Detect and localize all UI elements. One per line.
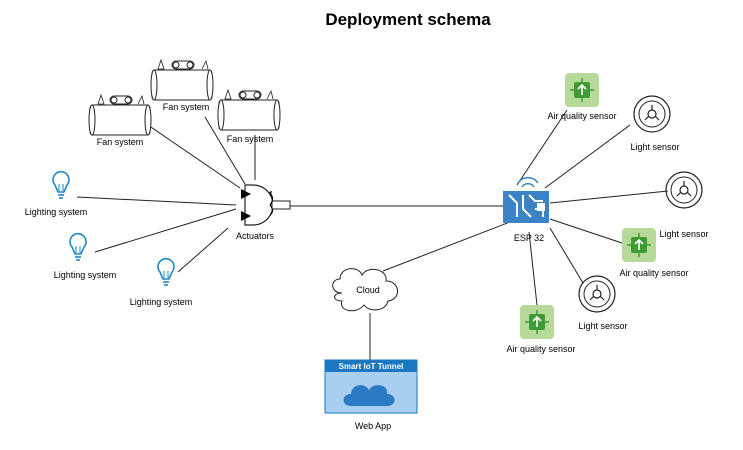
actuators[interactable]: Actuators [236,184,291,241]
sensor-chip-icon [525,310,549,334]
light-sensor-icon [633,95,671,133]
air-quality-sensor-1[interactable]: Air quality sensor [547,73,617,121]
actuator-icon [241,184,291,226]
light-sensor-2[interactable]: Light sensor [659,171,709,239]
cloud-icon [343,385,395,406]
sensor-chip-icon [627,233,651,257]
lighting-system-2-label: Lighting system [54,270,117,280]
edge-light2-esp32 [549,190,669,204]
fan-icon [224,88,274,100]
light-sensor-1-label: Light sensor [630,142,679,152]
edge-light2-actuators [94,208,237,253]
edge-light1-esp32 [544,124,631,189]
edge-air3-esp32 [528,231,538,306]
actuators-label: Actuators [236,231,275,241]
edge-cloud-esp32 [382,221,511,272]
lighting-system-1-label: Lighting system [25,207,88,217]
smart-iot-tunnel[interactable]: Smart IoT Tunnel [324,359,418,414]
air-quality-sensor-2[interactable]: Air quality sensor [619,228,689,278]
air-quality-sensor-1-label: Air quality sensor [547,111,616,121]
edge-fan2-actuators [204,116,246,185]
diagram-title: Deployment schema [325,10,491,29]
cloud-label: Cloud [356,285,380,295]
edge-air1-esp32 [516,109,568,186]
fan-system-2-label: Fan system [163,102,210,112]
fan-system-2[interactable]: Fan system [150,58,214,112]
light-bulb-icon [69,232,87,261]
tunnel-title: Smart IoT Tunnel [339,362,404,371]
air-quality-sensor-3[interactable]: Air quality sensor [506,305,576,354]
tunnel-header [325,360,417,372]
light-sensor-3-label: Light sensor [578,321,627,331]
fan-system-1-label: Fan system [97,137,144,147]
light-sensor-icon [578,275,616,313]
lighting-system-2[interactable]: Lighting system [54,232,117,280]
edge-light1-actuators [76,196,237,206]
lighting-system-1[interactable]: Lighting system [25,170,88,217]
sensor-chip-icon [570,78,594,102]
light-sensor-1[interactable]: Light sensor [630,95,680,152]
light-sensor-3[interactable]: Light sensor [578,275,628,331]
esp32-label: ESP 32 [514,233,544,243]
light-bulb-icon [52,170,70,199]
esp32-chip-icon [503,176,549,223]
edge-light3-esp32 [549,227,584,284]
cloud-icon [332,268,398,312]
light-sensor-icon [665,171,703,209]
edge-air2-esp32 [549,218,623,244]
esp32[interactable]: ESP 32 [503,176,549,243]
fan-unit-body [89,104,151,136]
air-quality-sensor-3-label: Air quality sensor [506,344,575,354]
air-quality-sensor-2-label: Air quality sensor [619,268,688,278]
fan-system-3[interactable]: Fan system [217,88,281,144]
fan-system-3-label: Fan system [227,134,274,144]
edge-light3-actuators [177,227,229,273]
webapp-label: Web App [355,421,391,431]
lighting-system-3-label: Lighting system [130,297,193,307]
light-sensor-2-label: Light sensor [659,229,708,239]
cloud[interactable]: Cloud [332,268,398,312]
fan-icon [157,58,209,70]
fan-system-1[interactable]: Fan system [88,93,152,147]
fan-icon [97,93,145,105]
light-bulb-icon [157,257,175,286]
lighting-system-3[interactable]: Lighting system [130,257,193,307]
connections [76,109,669,360]
